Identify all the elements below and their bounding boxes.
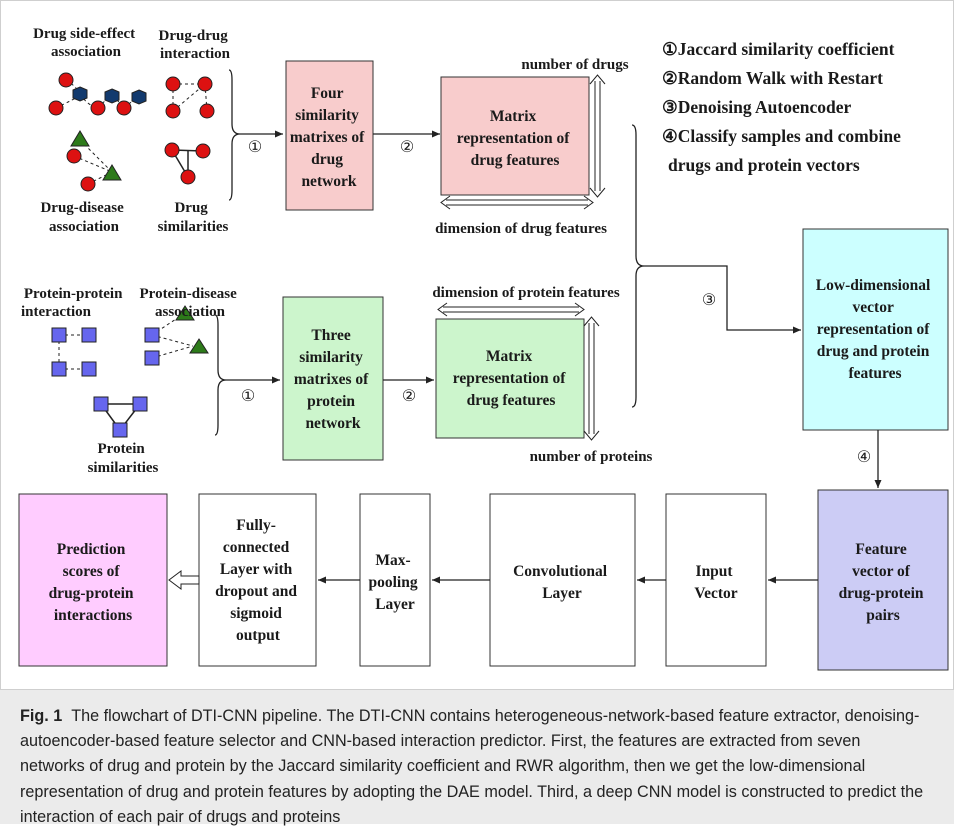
protein-disease-label: Protein-disease association [140, 286, 241, 320]
legend: ①Jaccard similarity coefficient ②Random … [662, 39, 905, 175]
drug-similarity-box-label: Four similarity matrixes of drug network [290, 85, 368, 190]
pipeline-diagram: Drug side-effect association Drug-drug i… [0, 0, 954, 690]
step-2-protein: ② [402, 388, 416, 405]
drug-drug-label: Drug-drug interaction [159, 28, 232, 62]
prediction-box-label: Prediction scores of drug-protein intera… [49, 541, 138, 624]
conv-layer-box [489, 493, 636, 667]
input-vector-box-label: Input Vector [694, 563, 737, 602]
drug-similarity-graph [164, 142, 211, 185]
dim-drug-arrow [440, 195, 594, 210]
caption-text: The flowchart of DTI-CNN pipeline. The D… [20, 707, 924, 826]
fc-layer-box [198, 493, 317, 667]
legend-item-2: ②Random Walk with Restart [662, 68, 883, 88]
maxpool-box-label: Max- pooling Layer [369, 552, 422, 613]
legend-item-1: ①Jaccard similarity coefficient [662, 39, 895, 59]
dim-drug-label: dimension of drug features [435, 221, 607, 237]
feature-vector-box-label: Feature vector of drug-protein pairs [839, 541, 928, 624]
drug-matrix-box [440, 76, 590, 196]
drug-similarities-label: Drug similarities [158, 200, 229, 235]
protein-ppi-label: Protein-protein interaction [21, 286, 126, 320]
drug-disease-label: Drug-disease association [40, 200, 127, 235]
protein-matrix-box [435, 318, 585, 439]
drug-side-effect-graph [48, 72, 147, 116]
low-dim-box-label: Low-dimensional vector representation of… [816, 277, 934, 382]
drug-matrix-box-label: Matrix representation of drug features [457, 108, 574, 169]
legend-item-3: ③Denoising Autoencoder [662, 97, 851, 117]
num-proteins-label: number of proteins [530, 449, 653, 465]
protein-matrix-box-label: Matrix representation of drug features [453, 348, 570, 409]
drug-similarity-box [285, 60, 374, 211]
drug-side-effect-label: Drug side-effect association [33, 26, 139, 60]
protein-similarity-box-label: Three similarity matrixes of protein net… [294, 327, 372, 432]
caption-label: Fig. 1 [20, 707, 63, 725]
protein-ppi-graph [51, 327, 97, 377]
protein-disease-graph [144, 305, 209, 366]
protein-similarity-box [282, 296, 384, 461]
dim-protein-label: dimension of protein features [432, 285, 620, 301]
figure-caption: Fig. 1 The flowchart of DTI-CNN pipeline… [0, 690, 954, 826]
fc-layer-box-label: Fully- connected Layer with dropout and … [215, 517, 301, 644]
num-proteins-arrow [583, 316, 600, 441]
prediction-box [18, 493, 168, 667]
fc-to-prediction-arrow [168, 570, 200, 590]
brace-to-low-dim-arrow [644, 265, 801, 334]
num-drugs-arrow [589, 74, 606, 198]
dim-protein-arrow [437, 302, 585, 317]
step-1-protein: ① [241, 388, 255, 405]
drug-drug-graph [165, 76, 215, 119]
step-4: ④ [857, 449, 871, 466]
protein-similarity-graph [93, 396, 148, 438]
low-dim-box [802, 228, 949, 431]
legend-item-4: ④Classify samples and combine [662, 126, 901, 146]
num-drugs-label: number of drugs [521, 57, 628, 73]
input-vector-box [665, 493, 767, 667]
feature-vector-box [817, 489, 949, 671]
drug-disease-graph [66, 130, 122, 192]
conv-layer-box-label: Convolutional Layer [513, 563, 611, 602]
legend-item-4-cont: drugs and protein vectors [668, 155, 860, 175]
step-1-drug: ① [248, 139, 262, 156]
step-2-drug: ② [400, 139, 414, 156]
protein-similarities-label: Protein similarities [88, 441, 159, 476]
maxpool-box [359, 493, 431, 667]
step-3: ③ [702, 292, 716, 309]
